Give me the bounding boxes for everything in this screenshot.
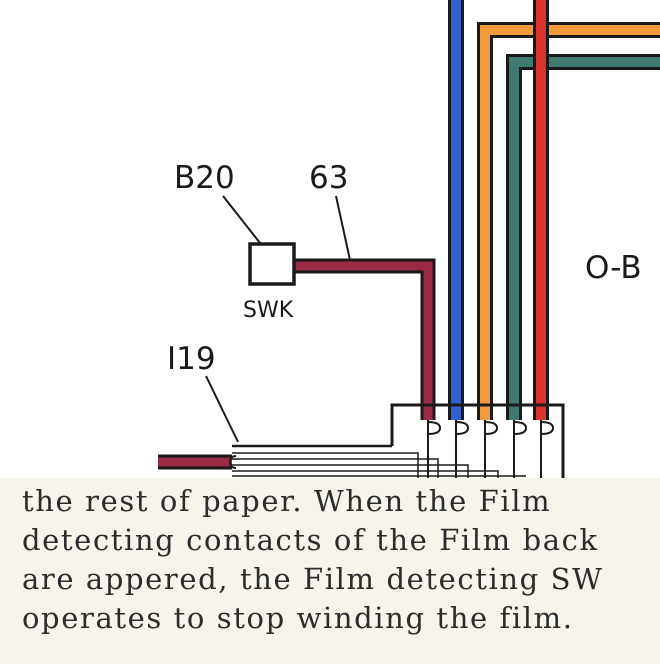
- wiring-diagram: B20 63 SWK I19 O-B: [158, 0, 660, 478]
- text-line-1: the rest of paper. When the Film: [22, 484, 552, 518]
- label-63: 63: [309, 160, 348, 196]
- connector-pins: [228, 420, 555, 478]
- text-line-3: are appered, the Film detecting SW: [22, 562, 604, 596]
- connector-block: [232, 403, 565, 478]
- text-line-2: detecting contacts of the Film back: [22, 523, 599, 557]
- leader-lines: [205, 195, 351, 443]
- teal-wire: [506, 54, 660, 420]
- label-swk: SWK: [243, 298, 294, 323]
- maroon-wire: [294, 258, 436, 420]
- text-line-4: operates to stop winding the film.: [22, 601, 574, 635]
- description-text: the rest of paper. When the Film detecti…: [0, 478, 660, 664]
- orange-wire: [477, 22, 660, 420]
- swk-switch-box: [248, 242, 296, 286]
- label-b20: B20: [174, 160, 235, 196]
- label-ob: O-B: [585, 250, 642, 286]
- label-i19: I19: [167, 341, 216, 377]
